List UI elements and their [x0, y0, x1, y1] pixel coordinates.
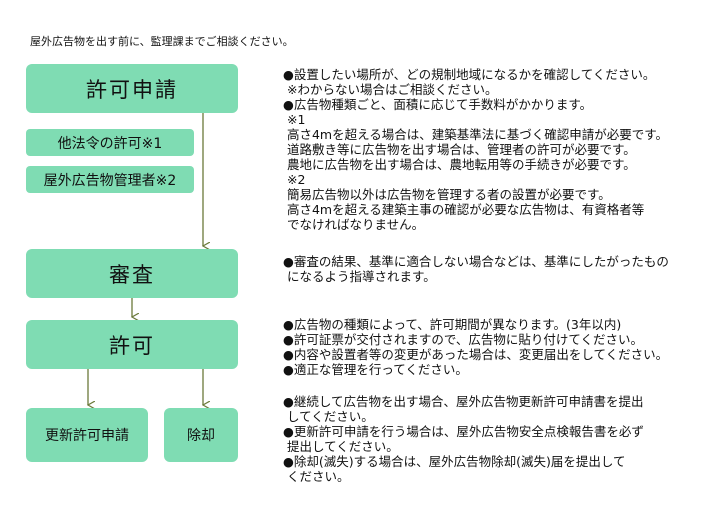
notes-after: ●継続して広告物を出す場合、屋外広告物更新許可申請書を提出 してください。 ●更… — [283, 394, 644, 484]
step-renew: 更新許可申請 — [26, 408, 148, 462]
notes-apply: ●設置したい場所が、どの規制地域になるかを確認してください。 ※わからない場合は… — [283, 67, 668, 232]
step-remove: 除却 — [164, 408, 238, 462]
step-review: 審査 — [26, 249, 238, 298]
step-apply: 許可申請 — [26, 64, 238, 113]
notes-permit: ●広告物の種類によって、許可期間が異なります。(3年以内) ●許可証票が交付され… — [283, 317, 669, 377]
step-other-law: 他法令の許可※1 — [26, 129, 194, 156]
intro-text: 屋外広告物を出す前に、監理課までご相談ください。 — [30, 35, 294, 48]
step-manager: 屋外広告物管理者※2 — [26, 166, 194, 193]
step-permit: 許可 — [26, 320, 238, 369]
notes-review: ●審査の結果、基準に適合しない場合などは、基準にしたがったもの になるよう指導さ… — [283, 254, 669, 284]
